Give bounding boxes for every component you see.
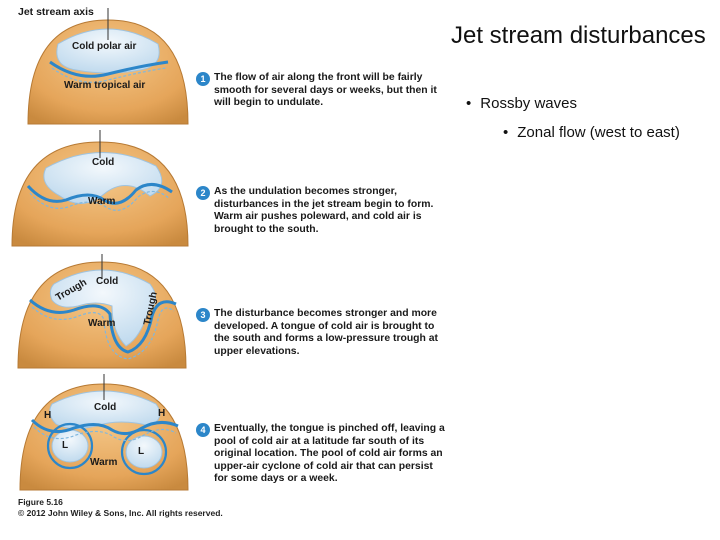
jet-stream-figure: Jet stream axis Cold polar air Warm trop… — [11, 6, 445, 518]
slide-title: Jet stream disturbances — [451, 22, 706, 49]
bullet-dot-icon: • — [503, 124, 509, 141]
panel-3-cold-cap — [49, 269, 156, 347]
figure-number-caption: Figure 5.16 — [18, 497, 63, 507]
panel-4-high-right-label: H — [158, 408, 166, 419]
copyright-caption: © 2012 John Wiley & Sons, Inc. All right… — [18, 508, 223, 518]
panel-4-cold-label: Cold — [94, 402, 117, 413]
panel-4-warm-label: Warm — [90, 457, 118, 468]
panel-4-high-left-label: H — [44, 410, 52, 421]
panel-3-cold-label: Cold — [96, 276, 119, 287]
panel-1-warm-label: Warm tropical air — [64, 80, 146, 91]
bullet-rossby-waves: • Rossby waves — [466, 95, 577, 112]
panel-4-low-left-label: L — [62, 440, 69, 451]
panel-2-warm-label: Warm — [88, 196, 116, 207]
step-2-number-badge: 2 — [196, 186, 210, 200]
step-2-text: As the undulation becomes stronger, dist… — [214, 186, 434, 235]
bullet-dot-icon: • — [466, 95, 472, 112]
panel-4-low-right-label: L — [138, 446, 145, 457]
step-4-text: Eventually, the tongue is pinched off, l… — [214, 423, 445, 485]
panel-4-cold-cap — [49, 390, 161, 430]
panel-4-cold-pool-left — [51, 429, 89, 463]
panel-3-warm-label: Warm — [88, 318, 116, 329]
panel-3-globe — [17, 254, 187, 369]
panel-1-jet-stream — [49, 60, 169, 78]
panel-2-cold-cap — [43, 152, 163, 204]
step-1-text: The flow of air along the front will be … — [214, 72, 437, 109]
panel-4-cold-pool-right — [125, 435, 163, 469]
panel-1-cold-cap — [56, 28, 160, 74]
panel-1-cold-label: Cold polar air — [72, 41, 137, 52]
panel-4-globe — [19, 374, 189, 491]
step-1-number-badge: 1 — [196, 72, 210, 86]
bullet-text: Rossby waves — [480, 95, 577, 112]
step-4-number-badge: 4 — [196, 423, 210, 437]
sub-bullet-text: Zonal flow (west to east) — [517, 124, 680, 141]
panel-1-globe — [27, 8, 189, 125]
panel-2-jet-stream — [26, 183, 173, 205]
figure-graphics — [11, 8, 189, 491]
step-3-text: The disturbance becomes stronger and mor… — [214, 308, 438, 357]
panel-2-globe — [11, 130, 189, 247]
sub-bullet-zonal-flow: • Zonal flow (west to east) — [503, 124, 680, 141]
step-3-number-badge: 3 — [196, 308, 210, 322]
panel-4-jet-stream — [30, 418, 179, 435]
panel-2-cold-label: Cold — [92, 157, 115, 168]
panel-3-jet-stream — [28, 298, 177, 354]
jet-stream-axis-label: Jet stream axis — [18, 6, 94, 18]
